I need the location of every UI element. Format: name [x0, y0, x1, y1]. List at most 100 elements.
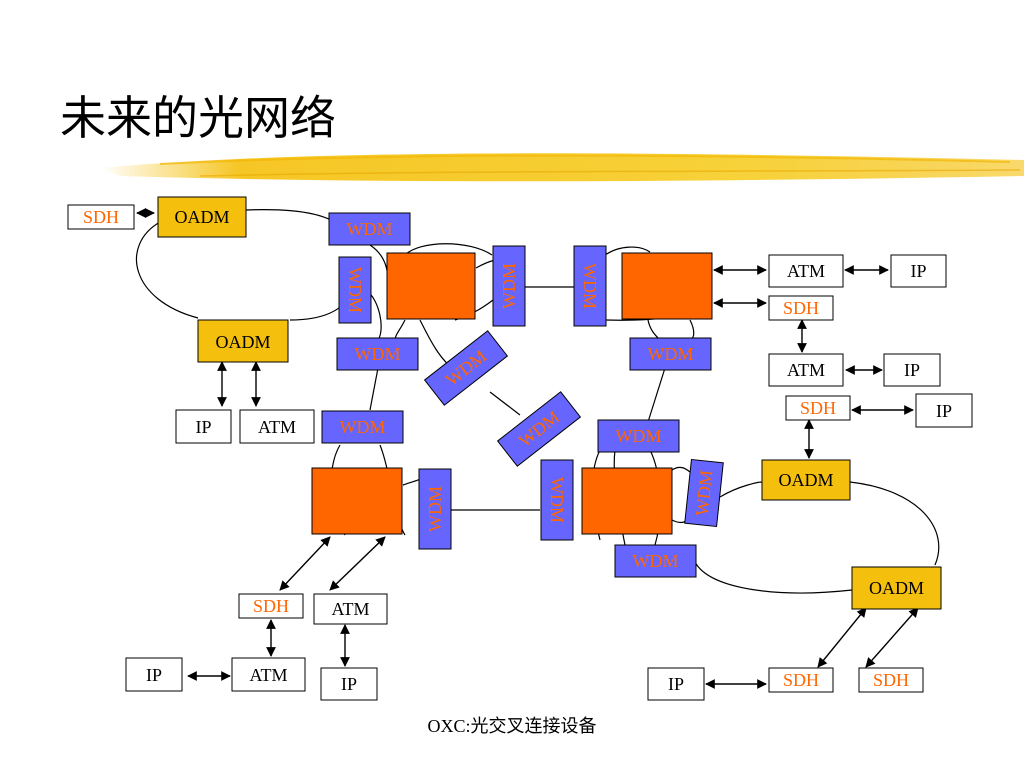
ip-node[interactable]: IP: [890, 254, 947, 288]
oadm-node[interactable]: OADM: [851, 566, 942, 610]
oadm-nodes: OADM OADM OADM OADM: [157, 196, 942, 610]
oadm-label: OADM: [215, 332, 270, 352]
footnote-caption: OXC:光交叉连接设备: [427, 716, 597, 736]
oxc-label: OXC: [412, 277, 450, 297]
atm-label: ATM: [331, 599, 369, 619]
wdm-label: WDM: [345, 267, 365, 313]
atm-node[interactable]: ATM: [768, 254, 844, 288]
arrow-sdh-oxc: [279, 536, 331, 591]
wdm-node[interactable]: WDM: [321, 410, 404, 444]
ip-node[interactable]: IP: [915, 393, 973, 428]
wdm-node[interactable]: WDM: [629, 337, 712, 371]
atm-label: ATM: [787, 261, 825, 281]
oxc-node[interactable]: OXC: [311, 467, 403, 535]
arrow-sdh-oadm-4: [865, 607, 919, 668]
sdh-node[interactable]: SDH: [858, 667, 924, 693]
oadm-label: OADM: [869, 578, 924, 598]
sdh-label: SDH: [253, 596, 289, 616]
wdm-node[interactable]: WDM: [423, 330, 509, 406]
ip-label: IP: [146, 665, 162, 685]
link-line: [671, 466, 691, 473]
link-line: [849, 481, 940, 566]
sdh-label: SDH: [83, 207, 119, 227]
wdm-label: WDM: [633, 551, 679, 571]
sdh-node[interactable]: SDH: [768, 667, 834, 693]
sdh-label: SDH: [783, 298, 819, 318]
ip-label: IP: [668, 674, 684, 694]
oadm-node[interactable]: OADM: [157, 196, 247, 238]
sdh-node[interactable]: SDH: [768, 295, 834, 321]
wdm-label: WDM: [340, 417, 386, 437]
sdh-node[interactable]: SDH: [238, 593, 304, 619]
ip-node[interactable]: IP: [175, 409, 232, 444]
client-nodes: SDH SDH SDH SDH SDH SDH ATM ATM ATM ATM …: [67, 204, 973, 701]
wdm-node[interactable]: WDM: [418, 468, 452, 550]
wdm-node[interactable]: WDM: [336, 337, 419, 371]
wdm-node[interactable]: WDM: [338, 256, 372, 324]
link-line: [719, 481, 763, 498]
link-line: [689, 319, 695, 341]
oxc-label: OXC: [608, 492, 646, 512]
oxc-node[interactable]: OXC: [386, 252, 476, 320]
link-line: [604, 246, 651, 256]
wdm-label: WDM: [692, 469, 717, 517]
oadm-label: OADM: [174, 207, 229, 227]
link-line: [647, 367, 666, 423]
ip-node[interactable]: IP: [647, 667, 705, 701]
wdm-node[interactable]: WDM: [614, 544, 697, 578]
ip-label: IP: [936, 401, 952, 421]
wdm-node[interactable]: WDM: [496, 391, 582, 467]
wdm-node[interactable]: WDM: [540, 459, 574, 541]
arrow-atm-oxc: [329, 536, 386, 591]
link-line: [489, 391, 521, 416]
atm-label: ATM: [249, 665, 287, 685]
wdm-label: WDM: [347, 219, 393, 239]
sdh-node[interactable]: SDH: [785, 395, 851, 421]
slide-title: 未来的光网络: [60, 91, 336, 145]
ip-node[interactable]: IP: [320, 667, 378, 701]
oadm-node[interactable]: OADM: [197, 319, 289, 363]
ip-label: IP: [904, 360, 920, 380]
oadm-label: OADM: [778, 470, 833, 490]
link-line: [245, 209, 343, 229]
arrow-sdh-oadm-3: [817, 607, 867, 668]
ip-node[interactable]: IP: [125, 657, 183, 692]
oxc-node[interactable]: OXC: [581, 467, 673, 535]
wdm-label: WDM: [616, 426, 662, 446]
link-line: [136, 221, 199, 319]
link-line: [647, 319, 661, 341]
sdh-label: SDH: [873, 670, 909, 690]
link-line: [369, 244, 389, 291]
oxc-node[interactable]: OXC: [621, 252, 713, 320]
sdh-label: SDH: [783, 670, 819, 690]
atm-node[interactable]: ATM: [239, 409, 315, 444]
oxc-label: OXC: [648, 277, 686, 297]
atm-label: ATM: [258, 417, 296, 437]
atm-node[interactable]: ATM: [231, 657, 306, 692]
ip-label: IP: [195, 417, 211, 437]
atm-node[interactable]: ATM: [768, 353, 844, 387]
sdh-node[interactable]: SDH: [67, 204, 135, 230]
oxc-label: OXC: [338, 492, 376, 512]
link-line: [369, 367, 379, 411]
wdm-node[interactable]: WDM: [597, 419, 680, 453]
wdm-node[interactable]: WDM: [573, 245, 607, 327]
arrows: [136, 208, 919, 689]
wdm-label: WDM: [648, 344, 694, 364]
wdm-label: WDM: [547, 477, 567, 523]
atm-node[interactable]: ATM: [313, 593, 388, 625]
link-line: [394, 319, 406, 341]
oxc-nodes: OXC OXC OXC OXC: [311, 252, 713, 535]
wdm-node[interactable]: WDM: [684, 458, 724, 528]
ip-label: IP: [341, 674, 357, 694]
wdm-label: WDM: [425, 486, 445, 532]
wdm-label: WDM: [580, 263, 600, 309]
ip-node[interactable]: IP: [883, 353, 941, 387]
oadm-node[interactable]: OADM: [761, 459, 851, 501]
sdh-label: SDH: [800, 398, 836, 418]
link-line: [694, 561, 853, 594]
wdm-node[interactable]: WDM: [328, 212, 411, 246]
wdm-label: WDM: [499, 263, 519, 309]
wdm-node[interactable]: WDM: [492, 245, 526, 327]
